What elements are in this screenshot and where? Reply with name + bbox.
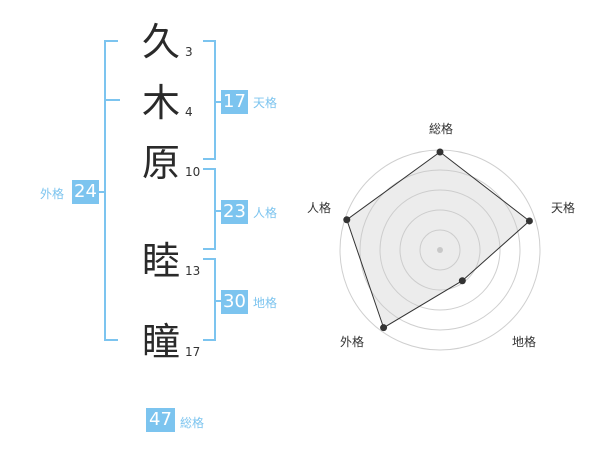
radar-point-2 xyxy=(525,217,533,225)
gaikaku-upper-tick xyxy=(104,99,120,101)
gaikaku-bracket xyxy=(104,40,118,341)
radar-ring-4 xyxy=(359,169,521,331)
chikaku-value: 30 xyxy=(221,290,248,314)
jinkaku-label: 人格 xyxy=(253,206,278,220)
tenkaku-label: 天格 xyxy=(253,96,278,110)
gaikaku-value: 24 xyxy=(72,180,99,204)
jinkaku-bracket xyxy=(203,168,216,250)
radar-ring-2 xyxy=(399,209,481,291)
radar-ring-1 xyxy=(419,229,461,271)
name-char-5: 瞳 xyxy=(141,320,180,364)
chikaku-bracket xyxy=(203,258,216,341)
name-char-2: 木 xyxy=(141,81,180,125)
tenkaku-value: 17 xyxy=(221,90,248,114)
radar-area xyxy=(346,151,531,329)
soukaku-value: 47 xyxy=(146,408,175,432)
jinkaku-connector xyxy=(215,210,221,212)
radar-point-1 xyxy=(436,148,444,156)
tenkaku-connector xyxy=(215,101,221,103)
stroke-count-2: 4 xyxy=(185,105,193,119)
name-char-3: 原 xyxy=(141,141,180,185)
radar-axis-label-jinkaku: 人格 xyxy=(307,200,331,215)
radar-point-3 xyxy=(458,277,466,285)
chikaku-connector xyxy=(215,300,221,302)
gaikaku-connector xyxy=(98,191,106,193)
radar-point-5 xyxy=(343,216,351,224)
radar-point-4 xyxy=(380,324,388,332)
name-char-1: 久 xyxy=(141,20,180,64)
radar-axis-label-tenkaku: 天格 xyxy=(551,200,575,215)
name-char-4: 睦 xyxy=(141,239,180,283)
chikaku-label: 地格 xyxy=(253,296,278,310)
radar-axis-label-chikaku: 地格 xyxy=(512,334,536,349)
radar-ring-3 xyxy=(379,189,501,311)
soukaku-label: 総格 xyxy=(180,416,205,430)
radar-points xyxy=(343,148,533,332)
radar-axis-label-sokaku: 総格 xyxy=(429,121,453,136)
radar-axis-label-gaikaku: 外格 xyxy=(340,334,364,349)
tenkaku-bracket xyxy=(203,40,216,160)
stroke-count-5: 17 xyxy=(185,345,201,359)
stroke-count-3: 10 xyxy=(185,165,201,179)
gaikaku-label: 外格 xyxy=(40,187,65,201)
stroke-count-4: 13 xyxy=(185,264,201,278)
jinkaku-value: 23 xyxy=(221,200,248,224)
stroke-count-1: 3 xyxy=(185,45,193,59)
radar-center-dot xyxy=(437,247,443,253)
